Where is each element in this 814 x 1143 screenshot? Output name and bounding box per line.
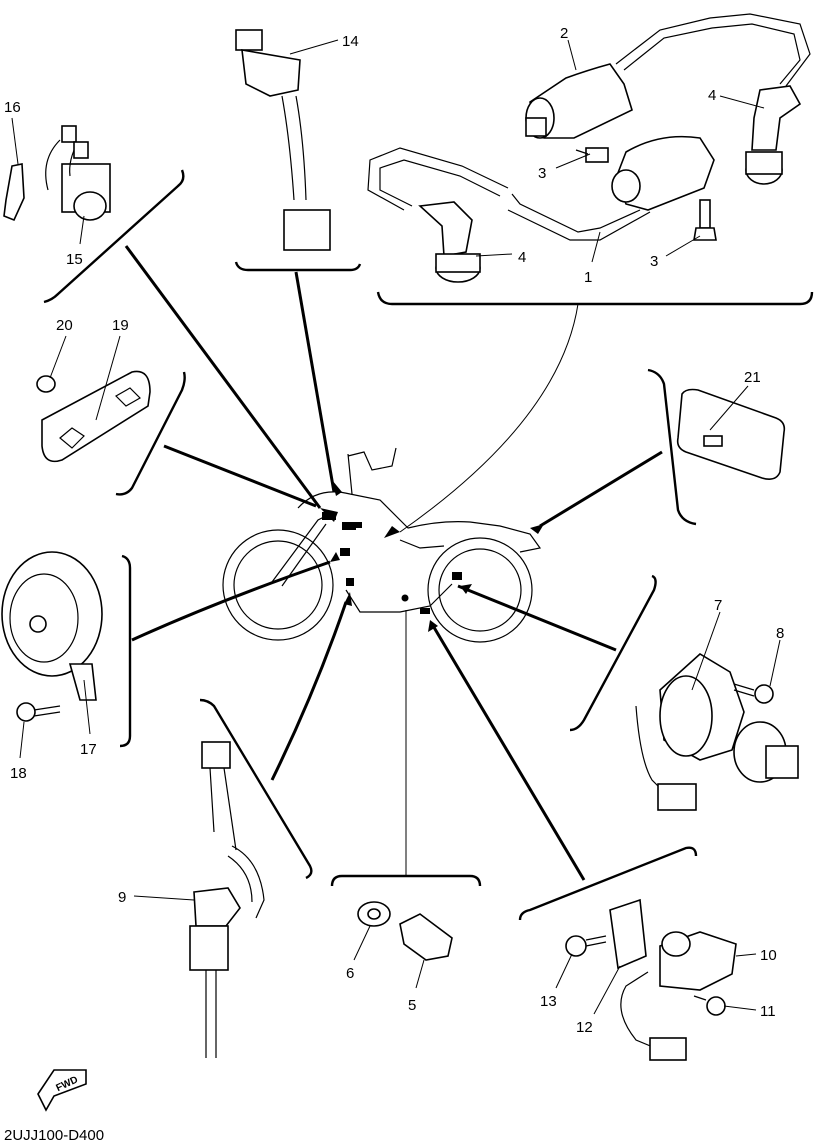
callout-17: 17 bbox=[80, 741, 97, 758]
reflector-19 bbox=[41, 370, 151, 463]
leader-lines bbox=[11, 39, 781, 1015]
main-switch-7 bbox=[635, 653, 799, 811]
rear-brake-switch-10 bbox=[620, 931, 737, 1061]
ignition-coil-1 bbox=[367, 135, 715, 241]
motorcycle-outline bbox=[222, 447, 542, 643]
callout-19: 19 bbox=[112, 317, 129, 334]
callout-18: 18 bbox=[10, 765, 27, 782]
rear-brake-switch-15 bbox=[45, 125, 111, 221]
callout-1: 1 bbox=[584, 269, 592, 286]
ignition-coil-2 bbox=[525, 13, 811, 139]
bracket-12 bbox=[609, 898, 647, 970]
callout-13: 13 bbox=[540, 993, 557, 1010]
oil-level-switch-9 bbox=[189, 741, 265, 1058]
bolt-18 bbox=[16, 702, 61, 722]
spark-plug-cap-4-lower bbox=[418, 201, 481, 283]
drawing-code: 2UJJ100-D400 bbox=[4, 1127, 104, 1143]
horn-17 bbox=[1, 551, 103, 701]
callout-6: 6 bbox=[346, 965, 354, 982]
callout-20: 20 bbox=[56, 317, 73, 334]
callout-labels: 2 3 3 4 4 1 14 16 15 20 19 21 17 18 7 8 … bbox=[4, 25, 784, 1036]
callout-4a: 4 bbox=[708, 87, 716, 104]
nut-20 bbox=[36, 375, 56, 393]
bolt-13 bbox=[565, 935, 607, 957]
reflector-21 bbox=[676, 388, 786, 480]
callout-2: 2 bbox=[560, 25, 568, 42]
callout-9: 9 bbox=[118, 889, 126, 906]
callout-8: 8 bbox=[776, 625, 784, 642]
spark-plug-cap-4-upper bbox=[745, 85, 802, 185]
group-bracket-horn-reflector-switch bbox=[43, 169, 814, 921]
callout-3a: 3 bbox=[538, 165, 546, 182]
screw-11 bbox=[693, 995, 726, 1016]
bolt-3 bbox=[575, 147, 717, 241]
callout-7: 7 bbox=[714, 597, 722, 614]
callout-4b: 4 bbox=[518, 249, 526, 266]
callout-21: 21 bbox=[744, 369, 761, 386]
washer-6 bbox=[357, 901, 391, 927]
callout-15: 15 bbox=[66, 251, 83, 268]
callout-14: 14 bbox=[342, 33, 359, 50]
callout-12: 12 bbox=[576, 1019, 593, 1036]
callout-5: 5 bbox=[408, 997, 416, 1014]
callout-11: 11 bbox=[760, 1003, 776, 1020]
callout-16: 16 bbox=[4, 99, 21, 116]
callout-10: 10 bbox=[760, 947, 777, 964]
screw-8 bbox=[733, 683, 774, 704]
callout-3b: 3 bbox=[650, 253, 658, 270]
bracket-16 bbox=[3, 163, 25, 222]
neutral-switch-14 bbox=[235, 29, 331, 251]
neutral-switch-5 bbox=[399, 913, 453, 961]
fwd-arrow: FWD bbox=[37, 1069, 87, 1112]
